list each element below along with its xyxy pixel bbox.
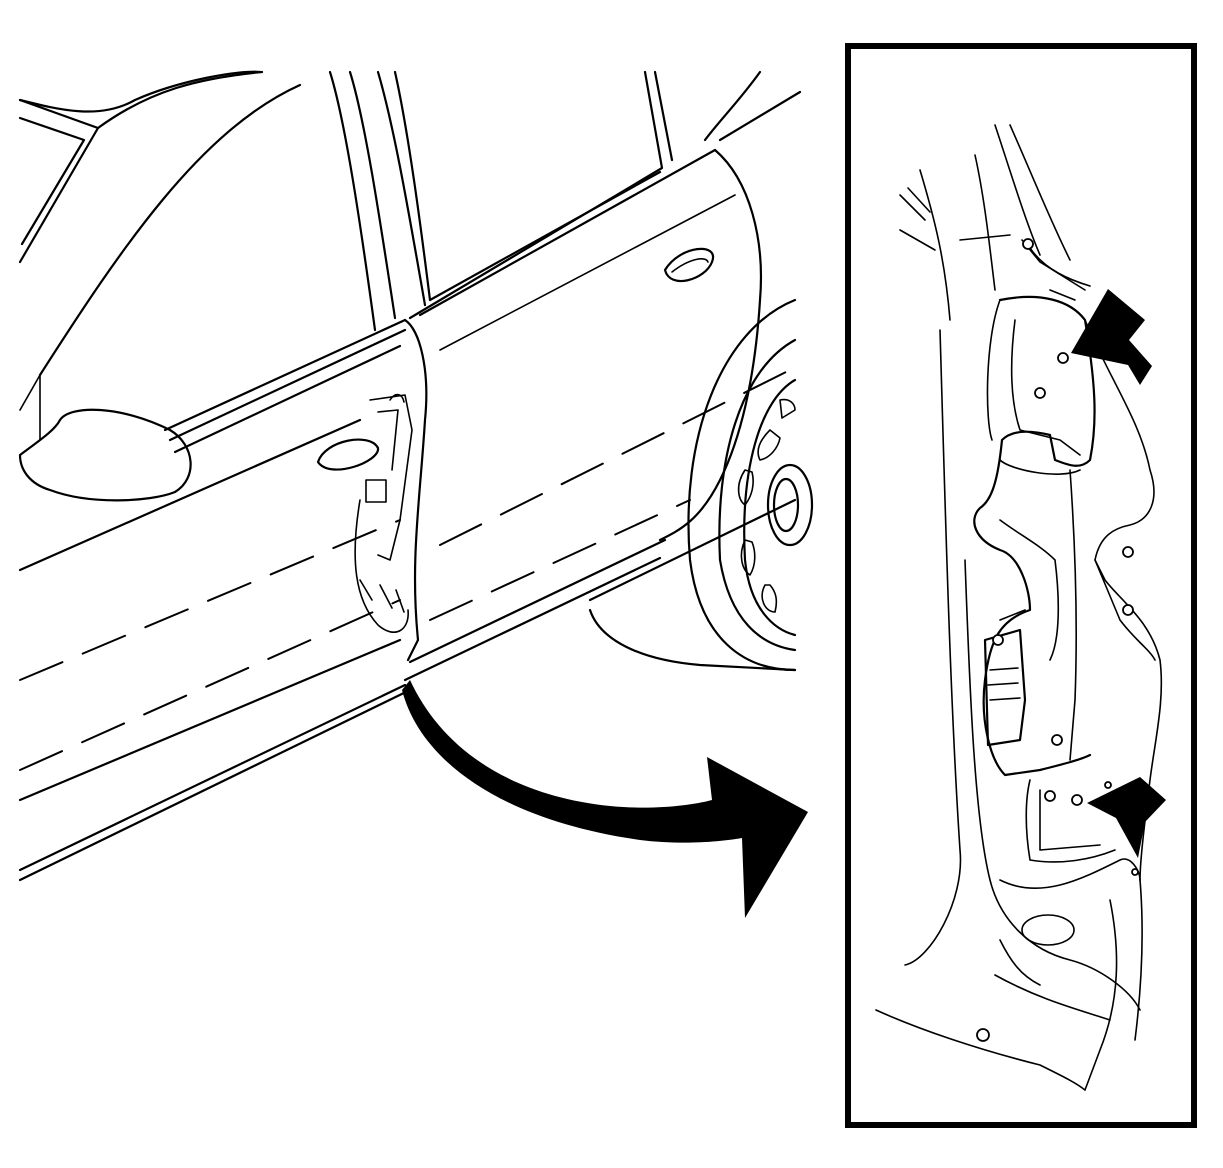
b-pillar <box>328 70 432 332</box>
door-latch-area <box>354 393 413 633</box>
callout-arrow-icon <box>1087 777 1166 858</box>
body-side-lines <box>18 369 797 882</box>
rear-door <box>403 148 762 682</box>
curved-pointer-arrow-icon <box>402 680 808 918</box>
windshield-frame <box>18 70 264 264</box>
lower-sill <box>875 329 1143 1091</box>
pillar-body <box>973 295 1163 881</box>
detail-inset <box>845 43 1197 1128</box>
latch-pocket <box>983 628 1027 747</box>
rear-door-handle <box>663 247 715 282</box>
bolt-holes <box>976 352 1139 1042</box>
vehicle-overview <box>18 70 814 918</box>
rear-wheel <box>588 298 814 672</box>
front-door-handle <box>316 438 380 471</box>
rear-door-window <box>408 70 802 320</box>
side-mirror <box>18 374 192 502</box>
inset-frame <box>845 43 1197 1128</box>
front-door-belt <box>163 318 407 454</box>
inset-upper-frame <box>899 124 1091 321</box>
callout-arrow-icon <box>1071 289 1152 385</box>
front-window-edge <box>38 83 302 377</box>
